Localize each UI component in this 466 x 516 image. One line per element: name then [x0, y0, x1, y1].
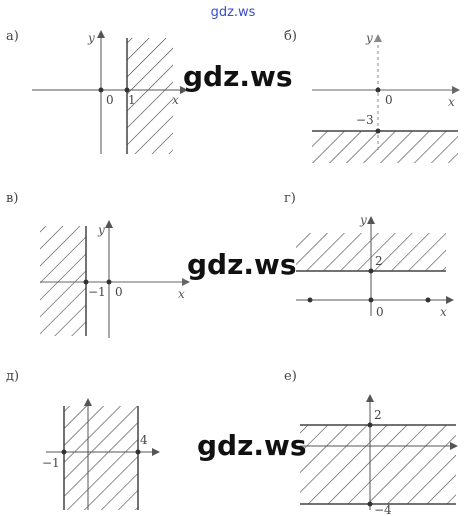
panel-v-x-label: x — [178, 287, 185, 301]
panel-b-tick-label: −3 — [356, 113, 374, 127]
panel-e-label: е) — [284, 369, 297, 384]
panel-g-label: г) — [284, 191, 296, 206]
panel-v-tick-label: −1 — [88, 285, 106, 299]
panel-a-y-arrow — [97, 30, 105, 38]
panel-d-right-label: 4 — [140, 433, 148, 447]
panel-g-origin-label: 0 — [376, 305, 384, 319]
panel-v-y-arrow — [105, 220, 113, 228]
panel-v-x-arrow — [182, 278, 190, 286]
panel-a-x-arrow — [180, 86, 188, 94]
panel-a: а) y x 0 1 — [6, 29, 188, 154]
panel-v-hatched-region — [40, 226, 86, 336]
panel-e-top-label: 2 — [374, 408, 382, 422]
panel-g-origin-dot — [368, 297, 374, 303]
panel-d-label: д) — [6, 369, 19, 384]
panel-v-origin-label: 0 — [115, 285, 123, 299]
panel-v-y-label: y — [97, 223, 105, 237]
panel-e: е) 2 −4 — [284, 369, 458, 516]
panel-b: б) y x 0 −3 — [284, 29, 460, 163]
panel-b-label: б) — [284, 29, 297, 44]
panel-b-y-arrow — [374, 34, 382, 42]
panel-g-left-dot — [307, 297, 313, 303]
panel-d-left-dot — [61, 449, 67, 455]
panel-g-x-label: x — [440, 305, 447, 319]
panel-g-right-dot — [425, 297, 431, 303]
panel-g-y-label: y — [359, 213, 367, 227]
panel-g-tick-dot — [368, 268, 374, 274]
panel-v-tick-dot — [83, 279, 89, 285]
watermark-3: gdz.ws — [197, 429, 307, 462]
watermark-1: gdz.ws — [183, 60, 293, 93]
panel-d-x-arrow — [152, 448, 160, 456]
panel-e-x-arrow — [450, 442, 458, 450]
panel-v-label: в) — [6, 191, 18, 206]
panel-d-y-arrow — [84, 398, 92, 406]
panel-v: в) y x 0 −1 — [6, 191, 190, 338]
panel-d: д) −1 4 — [6, 369, 160, 510]
panel-a-tick-label: 1 — [128, 93, 136, 107]
panel-d-left-label: −1 — [42, 456, 60, 470]
panel-b-tick-dot — [375, 128, 381, 134]
panel-b-origin-label: 0 — [385, 93, 393, 107]
panel-e-y-arrow — [366, 394, 374, 402]
panel-a-x-label: x — [172, 93, 179, 107]
watermark-top: gdz.ws — [211, 5, 256, 20]
panel-b-y-label: y — [365, 31, 373, 45]
panel-g-y-arrow — [367, 216, 375, 224]
panel-d-hatched-region — [64, 406, 138, 510]
panel-g-x-arrow — [446, 296, 454, 304]
panel-a-tick-dot — [124, 87, 130, 93]
panel-g: г) y x 0 2 — [284, 191, 454, 319]
panel-a-hatched-region — [127, 38, 173, 154]
panel-e-bottom-dot — [367, 501, 373, 507]
panel-a-label: а) — [6, 29, 19, 44]
panel-b-x-arrow — [452, 86, 460, 94]
panel-a-origin-dot — [98, 87, 104, 93]
panel-b-x-label: x — [448, 95, 455, 109]
panel-b-hatched-region — [312, 131, 458, 163]
panel-e-top-dot — [367, 422, 373, 428]
panel-a-y-label: y — [87, 31, 95, 45]
watermark-2: gdz.ws — [187, 248, 297, 281]
panel-d-right-dot — [135, 449, 141, 455]
panel-g-tick-label: 2 — [375, 254, 383, 268]
panel-a-origin-label: 0 — [106, 93, 114, 107]
panel-e-hatched-region — [300, 425, 456, 504]
panel-b-origin-dot — [375, 87, 381, 93]
panel-v-origin-dot — [106, 279, 112, 285]
panel-e-bottom-label: −4 — [374, 503, 392, 516]
